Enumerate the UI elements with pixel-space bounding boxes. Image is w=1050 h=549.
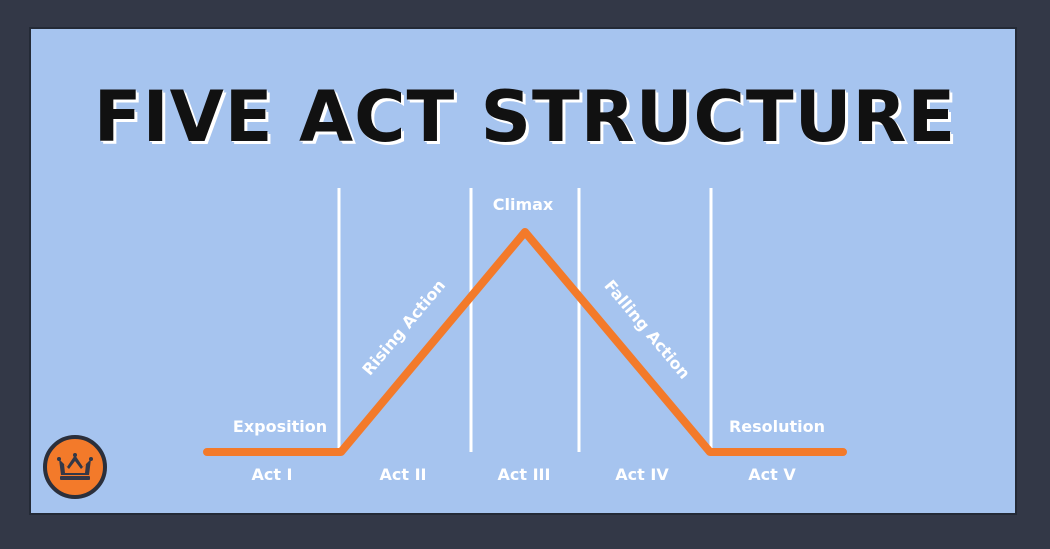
background-panel [29,27,1017,515]
exposition-label: Exposition [233,417,327,436]
crown-icon [57,453,93,480]
resolution-label: Resolution [729,417,825,436]
logo [43,435,107,499]
falling-action-label: Falling Action [600,276,694,382]
climax-label: Climax [493,195,554,214]
act-label-2: Act II [380,465,427,484]
page-title: FIVE ACT STRUCTURE [93,76,957,158]
act-label-4: Act IV [615,465,669,484]
act-label-5: Act V [748,465,796,484]
act-label-3: Act III [498,465,551,484]
act-label-1: Act I [251,465,292,484]
story-arc-line [203,228,847,456]
rising-action-label: Rising Action [358,276,449,379]
